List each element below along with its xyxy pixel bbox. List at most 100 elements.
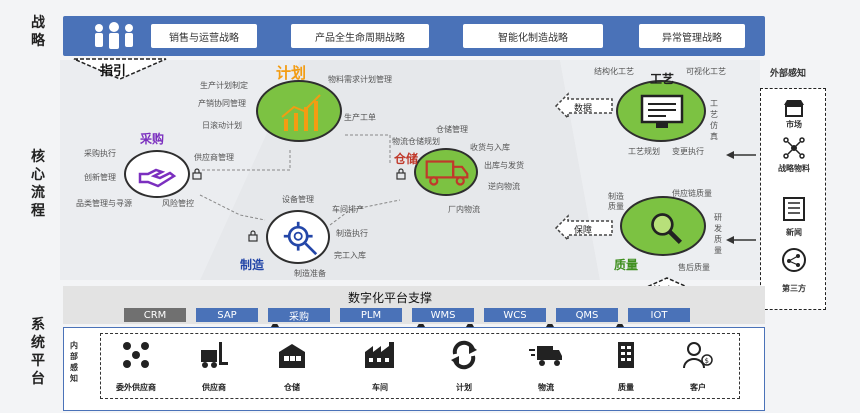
system-plm-button[interactable]: PLM	[340, 308, 402, 322]
plan-label-5: 日滚动计划	[202, 121, 242, 130]
strategy-side-label: 战略	[31, 15, 45, 49]
craft-node[interactable]	[616, 80, 706, 142]
flow-label-workshop: 车间	[372, 383, 388, 392]
assure-arrow	[554, 214, 613, 242]
hand-icon	[138, 168, 177, 188]
plan-label-4: 生产工单	[344, 113, 376, 122]
strategy-exception-button[interactable]: 异常管理战略	[639, 24, 745, 48]
plan-node[interactable]	[256, 80, 342, 142]
store-icon	[784, 100, 804, 117]
procure-label-4: 品类管理与寻源	[76, 199, 132, 208]
guide-chevron	[73, 58, 167, 80]
warehouse-title: 仓储	[394, 152, 419, 166]
svg-text:$: $	[705, 357, 709, 365]
procure-label-1: 采购执行	[84, 149, 116, 158]
plan-label-2: 物料需求计划管理	[328, 75, 392, 84]
internal-flow-border	[100, 333, 740, 399]
data-arrow	[554, 92, 613, 120]
make-label-1: 设备管理	[282, 195, 314, 204]
flow-item-outsourcer[interactable]: 委外供应商	[108, 340, 164, 392]
make-label-3: 制造执行	[336, 229, 368, 238]
flow-item-logistics[interactable]: 物流	[518, 340, 574, 392]
warehouse-label-1: 仓储管理	[436, 125, 468, 134]
system-sap-button[interactable]: SAP	[196, 308, 258, 322]
third-party-icon	[782, 248, 806, 272]
customer-icon: $	[683, 342, 713, 369]
external-item-market: 市场	[786, 120, 802, 129]
craft-title: 工艺	[650, 72, 675, 86]
external-title: 外部感知	[770, 69, 807, 79]
system-wcs-button[interactable]: WCS	[484, 308, 546, 322]
assure-arrow-label: 保障	[574, 226, 593, 236]
forklift-icon	[201, 342, 228, 368]
external-item-news: 新闻	[786, 228, 802, 237]
make-label-2: 车间排产	[332, 205, 364, 214]
lock-icon	[248, 230, 258, 242]
flow-item-warehouse[interactable]: 仓储	[264, 340, 320, 392]
procure-label-3: 创新管理	[84, 173, 116, 182]
system-crm-button[interactable]: CRM	[124, 308, 186, 322]
delivery-truck-icon	[529, 346, 562, 366]
make-node[interactable]	[266, 210, 330, 264]
procure-node[interactable]	[124, 150, 190, 198]
quality-label-1: 制造质量	[608, 192, 624, 211]
procure-title: 采购	[140, 132, 165, 146]
system-iot-button[interactable]: IOT	[628, 308, 690, 322]
strategy-sales-button[interactable]: 销售与运营战略	[151, 24, 257, 48]
quality-label-3: 研发质量	[714, 213, 722, 255]
magnifier-icon	[651, 213, 682, 244]
flow-label-customer: 客户	[690, 383, 706, 392]
warehouse-icon	[279, 344, 305, 368]
craft-label-3: 工艺仿真	[710, 99, 718, 141]
flow-label-supplier: 供应商	[202, 383, 226, 392]
lock-icon	[192, 168, 202, 180]
warehouse-node[interactable]	[414, 148, 478, 196]
internal-label: 内部感知	[70, 341, 78, 383]
strategy-smart-button[interactable]: 智能化制造战略	[463, 24, 603, 48]
factory-icon	[365, 342, 394, 368]
flow-item-customer[interactable]: $ 客户	[670, 340, 726, 392]
people-group-icon	[95, 22, 133, 49]
platform-title: 数字化平台支撑	[348, 291, 433, 305]
plan-title: 计划	[276, 64, 307, 82]
cycle-arrows-icon	[451, 340, 477, 370]
truck-icon	[425, 160, 469, 186]
external-item-material: 战略物料	[778, 164, 810, 173]
make-label-4: 完工入库	[334, 251, 366, 260]
craft-label-1: 结构化工艺	[594, 67, 634, 76]
flow-item-quality[interactable]: 质量	[598, 340, 654, 392]
plan-label-3: 产销协同管理	[198, 99, 246, 108]
monitor-icon	[640, 94, 684, 128]
make-title: 制造	[240, 258, 265, 272]
quality-title: 质量	[614, 258, 639, 272]
guide-label: 指引	[100, 64, 127, 79]
flow-label-warehouse: 仓储	[284, 383, 300, 392]
strategy-bar: 销售与运营战略 产品全生命周期战略 智能化制造战略 异常管理战略	[63, 16, 765, 56]
core-side-label: 核心流程	[31, 149, 45, 219]
system-side-label: 系统平台	[31, 317, 45, 387]
flow-item-plan[interactable]: 计划	[436, 340, 492, 392]
bar-chart-icon	[281, 94, 321, 131]
system-qms-button[interactable]: QMS	[556, 308, 618, 322]
lock-icon	[396, 168, 406, 180]
system-wms-button[interactable]: WMS	[412, 308, 474, 322]
flow-label-quality: 质量	[618, 383, 634, 392]
warehouse-label-3: 收货与入库	[470, 143, 510, 152]
quality-label-4: 售后质量	[678, 263, 710, 272]
quality-node[interactable]	[620, 196, 706, 256]
data-arrow-label: 数据	[574, 104, 593, 114]
building-icon	[618, 342, 634, 368]
strategy-lifecycle-button[interactable]: 产品全生命周期战略	[291, 24, 429, 48]
quality-label-2: 供应链质量	[672, 189, 712, 198]
flow-label-plan: 计划	[456, 383, 472, 392]
flow-item-workshop[interactable]: 车间	[352, 340, 408, 392]
system-purchase-button[interactable]: 采购	[268, 308, 330, 323]
craft-label-4: 工艺规划	[628, 147, 660, 156]
network-icon	[783, 137, 805, 159]
external-item-third-party: 第三方	[782, 284, 806, 293]
procure-label-5: 风险管控	[162, 199, 194, 208]
flow-item-supplier[interactable]: 供应商	[186, 340, 242, 392]
internal-box	[63, 327, 765, 411]
warehouse-label-5: 逆向物流	[488, 182, 520, 191]
craft-label-2: 可视化工艺	[686, 67, 726, 76]
